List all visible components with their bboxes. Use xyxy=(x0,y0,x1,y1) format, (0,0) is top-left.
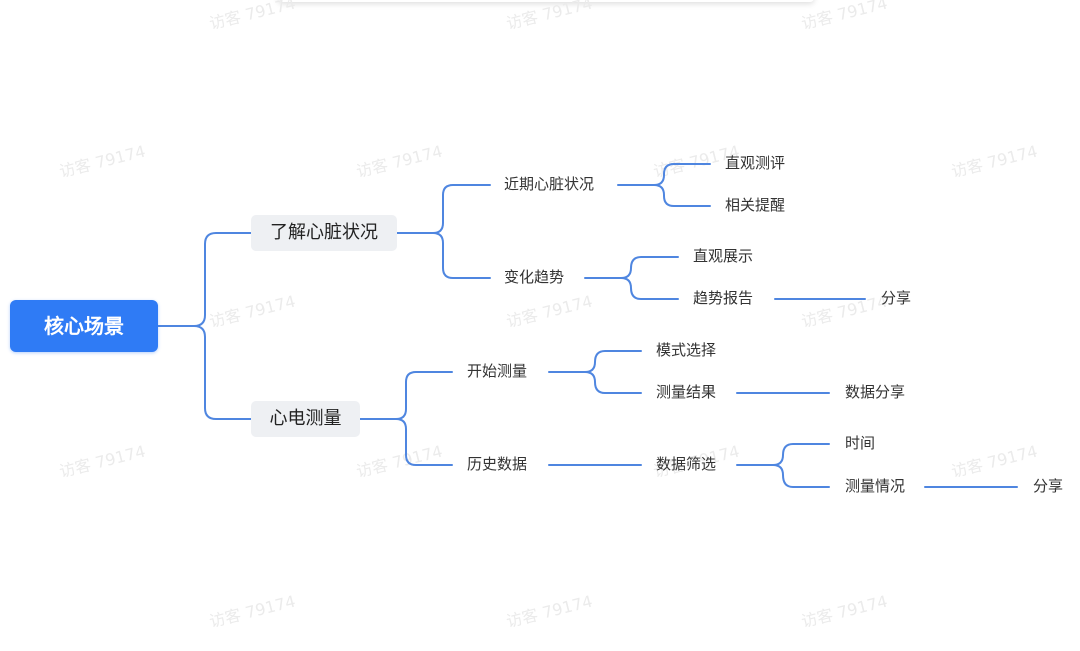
node-change-trend[interactable]: 变化趋势 xyxy=(504,268,565,286)
node-recent-heart-status[interactable]: 近期心脏状况 xyxy=(504,175,595,193)
node-share[interactable]: 分享 xyxy=(881,289,912,307)
node-measurement-result[interactable]: 测量结果 xyxy=(656,383,717,401)
connector-line xyxy=(617,163,711,186)
connector-line xyxy=(653,184,711,207)
connector-line xyxy=(359,371,453,420)
connector-line xyxy=(548,350,642,373)
connector-line xyxy=(396,184,491,234)
connector-line xyxy=(620,277,679,300)
node-mode-selection[interactable]: 模式选择 xyxy=(656,341,717,359)
connector-line xyxy=(584,256,679,279)
top-panel-edge xyxy=(278,0,814,2)
connector-line xyxy=(772,464,830,488)
node-time[interactable]: 时间 xyxy=(845,434,876,452)
node-data-filter[interactable]: 数据筛选 xyxy=(656,455,717,473)
node-start-measurement[interactable]: 开始测量 xyxy=(467,362,528,380)
node-share[interactable]: 分享 xyxy=(1033,477,1064,495)
connector-line xyxy=(395,418,453,466)
node-history-data[interactable]: 历史数据 xyxy=(467,455,528,473)
connector-line xyxy=(584,371,642,394)
topic-understand-heart[interactable]: 了解心脏状况 xyxy=(251,215,397,251)
node-data-share[interactable]: 数据分享 xyxy=(845,383,906,401)
connector-line xyxy=(157,232,252,327)
topic-ecg-measurement[interactable]: 心电测量 xyxy=(251,401,360,437)
root-node[interactable]: 核心场景 xyxy=(10,300,158,352)
connector-line xyxy=(432,232,491,279)
connector-line xyxy=(736,443,830,466)
connector-line xyxy=(193,325,252,420)
node-related-reminders[interactable]: 相关提醒 xyxy=(725,196,786,214)
node-measurement-situation[interactable]: 测量情况 xyxy=(845,477,906,495)
node-trend-report[interactable]: 趋势报告 xyxy=(693,289,754,307)
node-intuitive-evaluation[interactable]: 直观测评 xyxy=(725,154,786,172)
node-intuitive-display[interactable]: 直观展示 xyxy=(693,247,754,265)
